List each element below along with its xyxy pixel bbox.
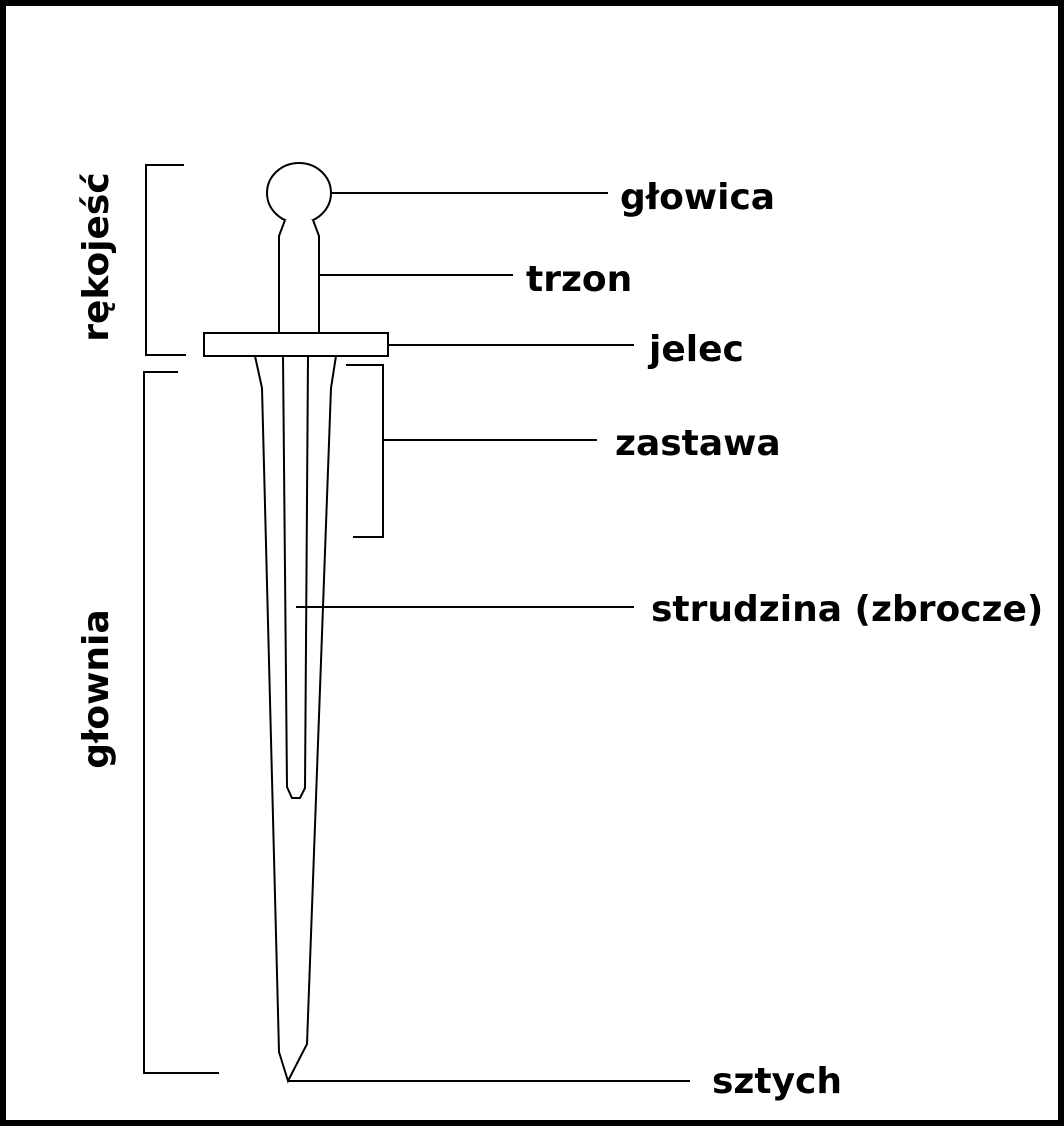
sword-drawing	[143, 162, 690, 1084]
blade-shape	[254, 355, 337, 1084]
crossguard-shape	[203, 332, 389, 357]
pommel-shape	[266, 162, 332, 224]
group-label-rekojesc: rękojeść	[76, 172, 117, 342]
label-jelec: jelec	[649, 329, 744, 370]
bracket-glownia	[143, 371, 219, 1074]
label-strudzina: strudzina (zbrocze)	[651, 589, 1044, 630]
grip-shape	[278, 219, 320, 334]
fuller-shape	[282, 355, 309, 799]
label-sztych: sztych	[712, 1061, 843, 1102]
bracket-zastawa	[346, 364, 384, 538]
group-label-glownia: głownia	[76, 609, 117, 769]
label-trzon: trzon	[526, 259, 633, 300]
label-glowica: głowica	[620, 177, 776, 218]
bracket-rekojesc	[145, 164, 186, 356]
label-zastawa: zastawa	[615, 423, 781, 464]
